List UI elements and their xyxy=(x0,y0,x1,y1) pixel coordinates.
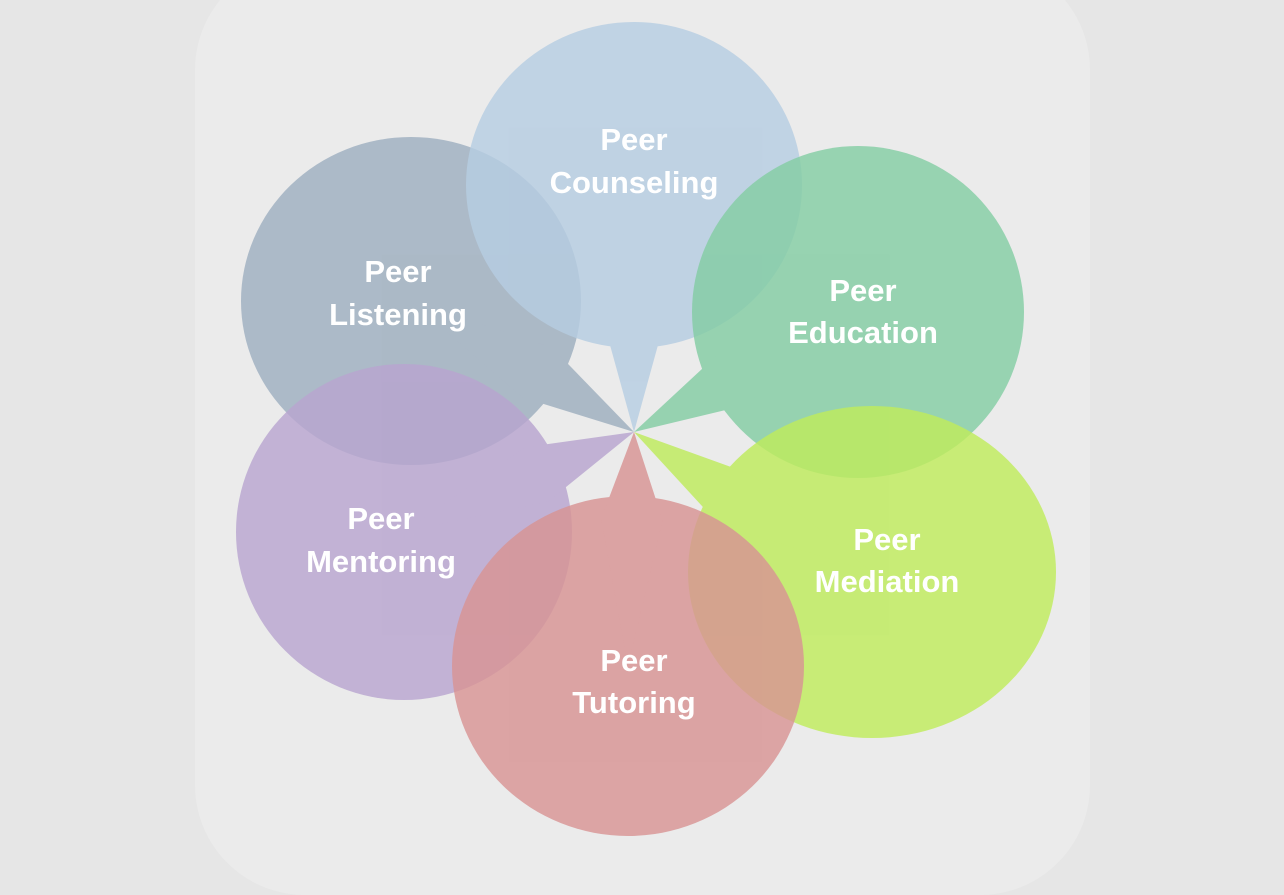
label-peer-mentoring-line1: Peer xyxy=(347,501,414,536)
label-peer-counseling-line2: Counseling xyxy=(550,165,719,200)
label-peer-listening-line2: Listening xyxy=(329,297,467,332)
label-peer-education-line1: Peer xyxy=(829,273,896,308)
petal-pointer-tail xyxy=(411,301,634,432)
label-peer-mediation-line2: Mediation xyxy=(815,564,960,599)
label-peer-counseling-line1: Peer xyxy=(600,122,667,157)
petal-pointer-tail xyxy=(634,312,858,432)
peer-support-diagram: Peer Counseling Peer Education Peer Medi… xyxy=(236,22,1056,836)
label-peer-tutoring-line1: Peer xyxy=(600,643,667,678)
label-peer-mediation-line1: Peer xyxy=(853,522,920,557)
petal-pointer-tail xyxy=(404,432,634,532)
petal-peer-tutoring xyxy=(452,432,804,836)
petal-pointer-tail xyxy=(601,432,663,666)
petal-peer-education xyxy=(634,146,1024,478)
petal-pointer-tail xyxy=(604,185,664,432)
label-peer-listening-line1: Peer xyxy=(364,254,431,289)
petal-pointer-tail xyxy=(634,432,872,572)
label-peer-mentoring-line2: Mentoring xyxy=(306,544,456,579)
label-peer-education-line2: Education xyxy=(788,315,938,350)
label-peer-tutoring-line2: Tutoring xyxy=(572,685,695,720)
